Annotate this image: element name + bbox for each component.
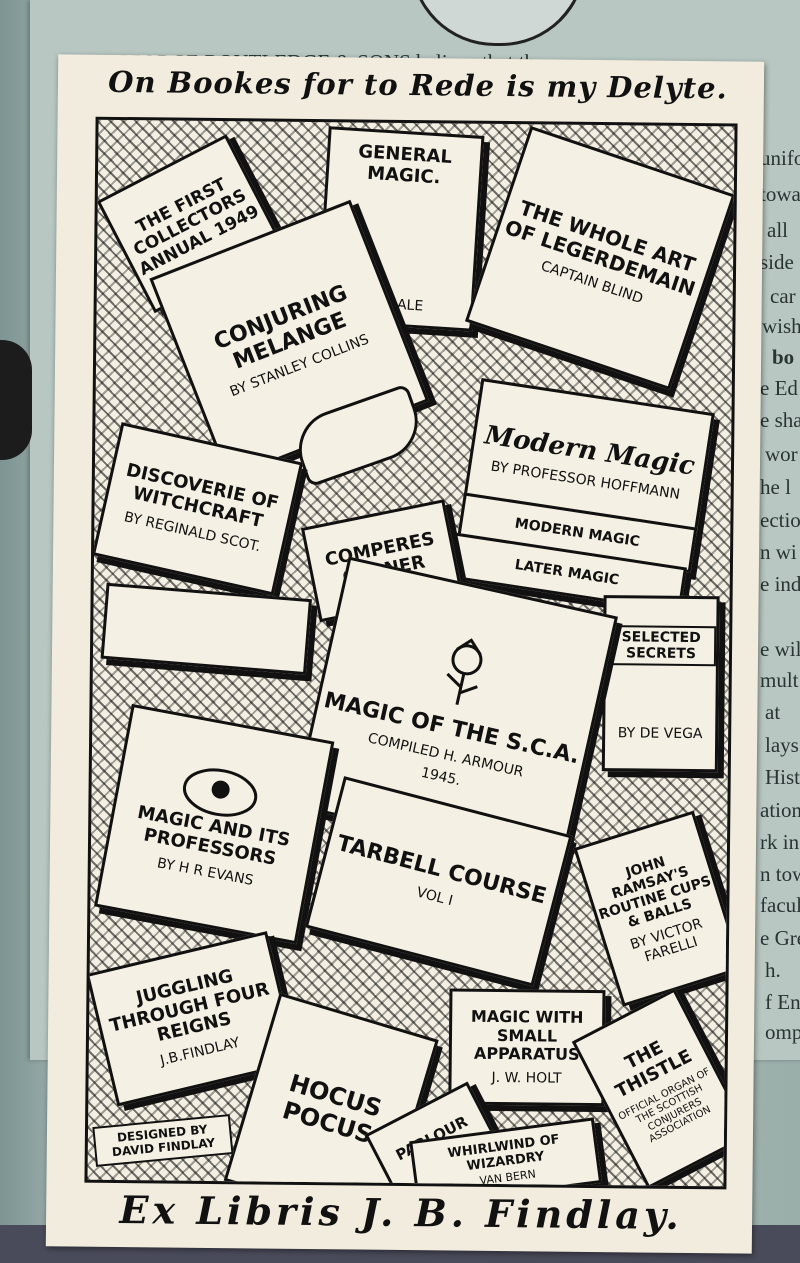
underpage-text-line: n wi	[760, 540, 797, 564]
underpage-text-line: Histo	[765, 765, 800, 789]
portrait-medallion-icon	[182, 768, 258, 817]
underpage-text-line: mult	[760, 668, 799, 692]
underpage-text-line: lays	[765, 733, 799, 757]
book-cups-balls: JOHN RAMSAY'S ROUTINE CUPS & BALLS BY VI…	[573, 810, 738, 1007]
binder-clip	[0, 340, 32, 460]
book-stack-left	[100, 582, 312, 676]
book-title: SELECTED SECRETS	[605, 624, 717, 667]
underpage-text-line: e Gre	[760, 926, 800, 950]
underpage-text-line: wish	[762, 314, 800, 338]
book-author: J. W. HOLT	[491, 1069, 562, 1087]
book-title: GENERAL MAGIC.	[357, 141, 453, 189]
bookplate: On Bookes for to Rede is my Delyte. THE …	[45, 54, 765, 1254]
underpage-text-line: side	[760, 250, 794, 274]
ex-libris-owner: Ex Libris J. B. Findlay.	[119, 1187, 684, 1238]
underpage-text-line: wor	[765, 442, 798, 466]
library-globe-emblem	[410, 0, 586, 46]
underpage-text-line: he l	[760, 475, 791, 499]
underpage-text-line: rk in	[760, 830, 800, 854]
underpage-text-line: e ind	[760, 572, 800, 596]
underpage-text-line: car	[770, 284, 796, 308]
book-volume: VOL I	[414, 884, 455, 909]
underpage-text-line: ompa	[765, 1020, 800, 1044]
underpage-text-line: f Eng	[765, 990, 800, 1014]
bookplate-motto: On Bookes for to Rede is my Delyte.	[108, 64, 728, 106]
underpage-text-line: unifo	[760, 146, 800, 170]
book-magic-sca: MAGIC OF THE S.C.A. COMPILED H. ARMOUR 1…	[292, 556, 618, 867]
thistle-icon	[446, 638, 483, 706]
underpage-text-line: e Ed	[760, 376, 798, 400]
underpage-text-line: at	[765, 700, 781, 724]
underpage-text-line: h.	[765, 958, 781, 982]
underpage-text-line: facul	[760, 893, 800, 917]
underpage-text-line: e sha	[760, 408, 800, 432]
book-year: 1945.	[419, 764, 463, 789]
designer-credit: DESIGNED BY DAVID FINDLAY	[92, 1114, 234, 1167]
illustration-frame: THE FIRST COLLECTORS ANNUAL 1949 GENERAL…	[84, 116, 738, 1190]
underpage-text-line: all	[767, 218, 788, 242]
book-legerdemain: THE WHOLE ART OF LEGERDEMAIN CAPTAIN BLI…	[464, 125, 736, 391]
underpage-text-line: e wil	[760, 637, 800, 661]
book-author: BY DE VEGA	[617, 725, 703, 743]
underpage-text-line: towa	[760, 182, 800, 206]
underpage-text-line: bo	[772, 345, 795, 369]
book-title: JUGGLING THROUGH FOUR REIGNS	[107, 965, 272, 1047]
book-title: LATER MAGIC	[513, 556, 621, 589]
underpage-text-line: ation	[760, 798, 800, 822]
underpage-text-line: ectio	[760, 508, 800, 532]
book-magic-professors: MAGIC AND ITS PROFESSORS BY H R EVANS	[94, 703, 335, 945]
book-selected-secrets: SELECTED SECRETS BY DE VEGA	[601, 595, 720, 773]
underpage-text-line: n tow	[760, 862, 800, 886]
